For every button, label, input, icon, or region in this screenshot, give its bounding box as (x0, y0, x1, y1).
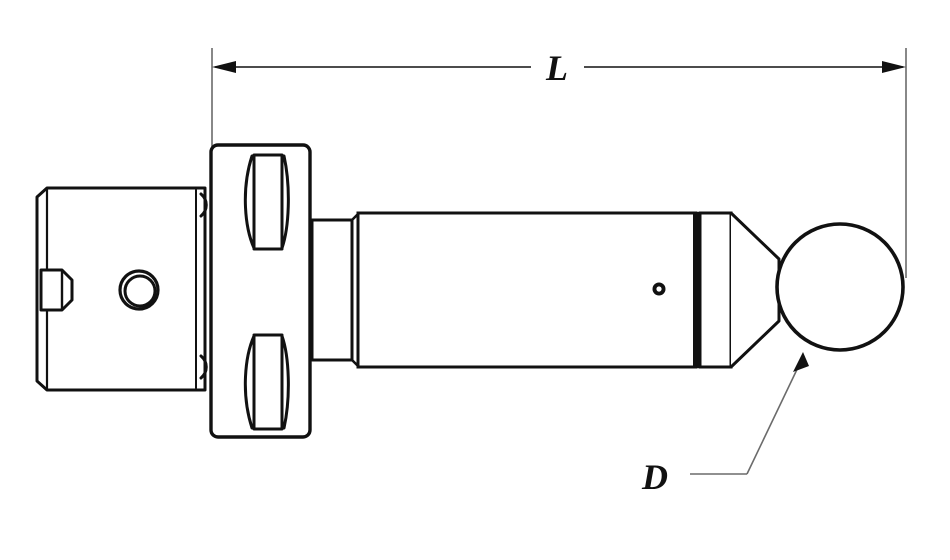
flange-slot-upper-inner (252, 153, 284, 251)
through-hole-inner-circle (123, 274, 157, 308)
shank-marking-dot-icon (652, 282, 666, 296)
hitch-ball (775, 222, 905, 352)
dimension-ball-diameter-D: D (641, 352, 809, 497)
flange-slot-lower (243, 333, 290, 431)
leader-arrowhead-icon (793, 352, 809, 372)
collar (698, 211, 733, 369)
joint-detail-bottom (199, 354, 208, 380)
main-shank-outline (356, 211, 698, 369)
through-hole (118, 269, 160, 311)
taper-cone (729, 211, 781, 369)
block-flange-joint-details (199, 192, 208, 380)
arrowhead-right-icon (882, 61, 906, 73)
shaft-neck-outline (310, 218, 354, 362)
joint-detail-top (199, 192, 208, 218)
through-hole-outer-circle (118, 269, 160, 311)
main-shank (356, 211, 698, 369)
arrowhead-left-icon (212, 61, 236, 73)
dimension-length-L: L (211, 48, 907, 278)
dimension-label-D: D (641, 457, 668, 497)
marking-dot-inner (656, 286, 662, 292)
collar-outline (698, 211, 733, 369)
shaft-neck (310, 213, 360, 367)
locating-tab-outline (39, 268, 74, 312)
flange-plate (209, 143, 312, 439)
taper-cone-outline (729, 211, 781, 369)
dimension-label-L: L (545, 48, 568, 88)
locating-tab (39, 268, 74, 312)
leader-diagonal-segment (746, 358, 803, 475)
flange-slot-upper (243, 153, 290, 251)
flange-slot-lower-inner (252, 333, 284, 431)
